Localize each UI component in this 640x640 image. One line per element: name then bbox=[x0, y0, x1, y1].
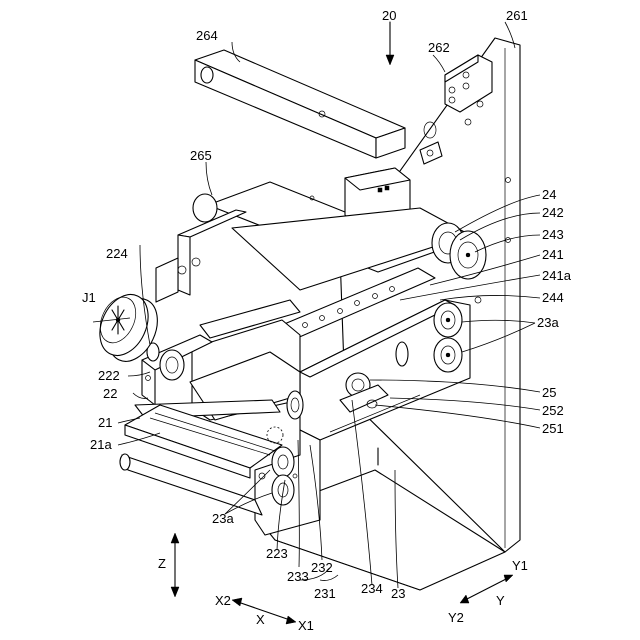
label-224: 224 bbox=[106, 246, 128, 261]
bar-264 bbox=[195, 50, 405, 158]
axis-label-z: Z bbox=[158, 556, 166, 571]
axis-label-y2: Y2 bbox=[448, 610, 464, 625]
label-222: 222 bbox=[98, 368, 120, 383]
axis-z bbox=[171, 533, 179, 597]
label-252: 252 bbox=[542, 403, 564, 418]
label-24: 24 bbox=[542, 187, 556, 202]
label-244: 244 bbox=[542, 290, 564, 305]
label-264: 264 bbox=[196, 28, 218, 43]
label-223: 223 bbox=[266, 546, 288, 561]
label-265: 265 bbox=[190, 148, 212, 163]
axis-label-x2: X2 bbox=[215, 593, 231, 608]
label-243: 243 bbox=[542, 227, 564, 242]
arrow-20 bbox=[386, 22, 394, 65]
label-232: 232 bbox=[311, 560, 333, 575]
label-J1: J1 bbox=[82, 290, 96, 305]
axis-label-y: Y bbox=[496, 593, 505, 608]
label-23a-left: 23a bbox=[212, 511, 234, 526]
label-23: 23 bbox=[391, 586, 405, 601]
label-21a: 21a bbox=[90, 437, 112, 452]
axis-label-x1: X1 bbox=[298, 618, 314, 633]
label-242: 242 bbox=[542, 205, 564, 220]
axis-label-x: X bbox=[256, 612, 265, 627]
label-234: 234 bbox=[361, 581, 383, 596]
axis-y bbox=[460, 575, 513, 603]
label-231: 231 bbox=[314, 586, 336, 601]
label-241: 241 bbox=[542, 247, 564, 262]
label-262: 262 bbox=[428, 40, 450, 55]
label-20: 20 bbox=[382, 8, 396, 23]
label-261: 261 bbox=[506, 8, 528, 23]
axis-labels: Z X2 X X1 Y1 Y Y2 bbox=[158, 556, 528, 633]
label-23a-right: 23a bbox=[537, 315, 559, 330]
label-21: 21 bbox=[98, 415, 112, 430]
label-241a: 241a bbox=[542, 268, 572, 283]
label-25: 25 bbox=[542, 385, 556, 400]
axis-label-y1: Y1 bbox=[512, 558, 528, 573]
label-22: 22 bbox=[103, 386, 117, 401]
label-251: 251 bbox=[542, 421, 564, 436]
label-233: 233 bbox=[287, 569, 309, 584]
